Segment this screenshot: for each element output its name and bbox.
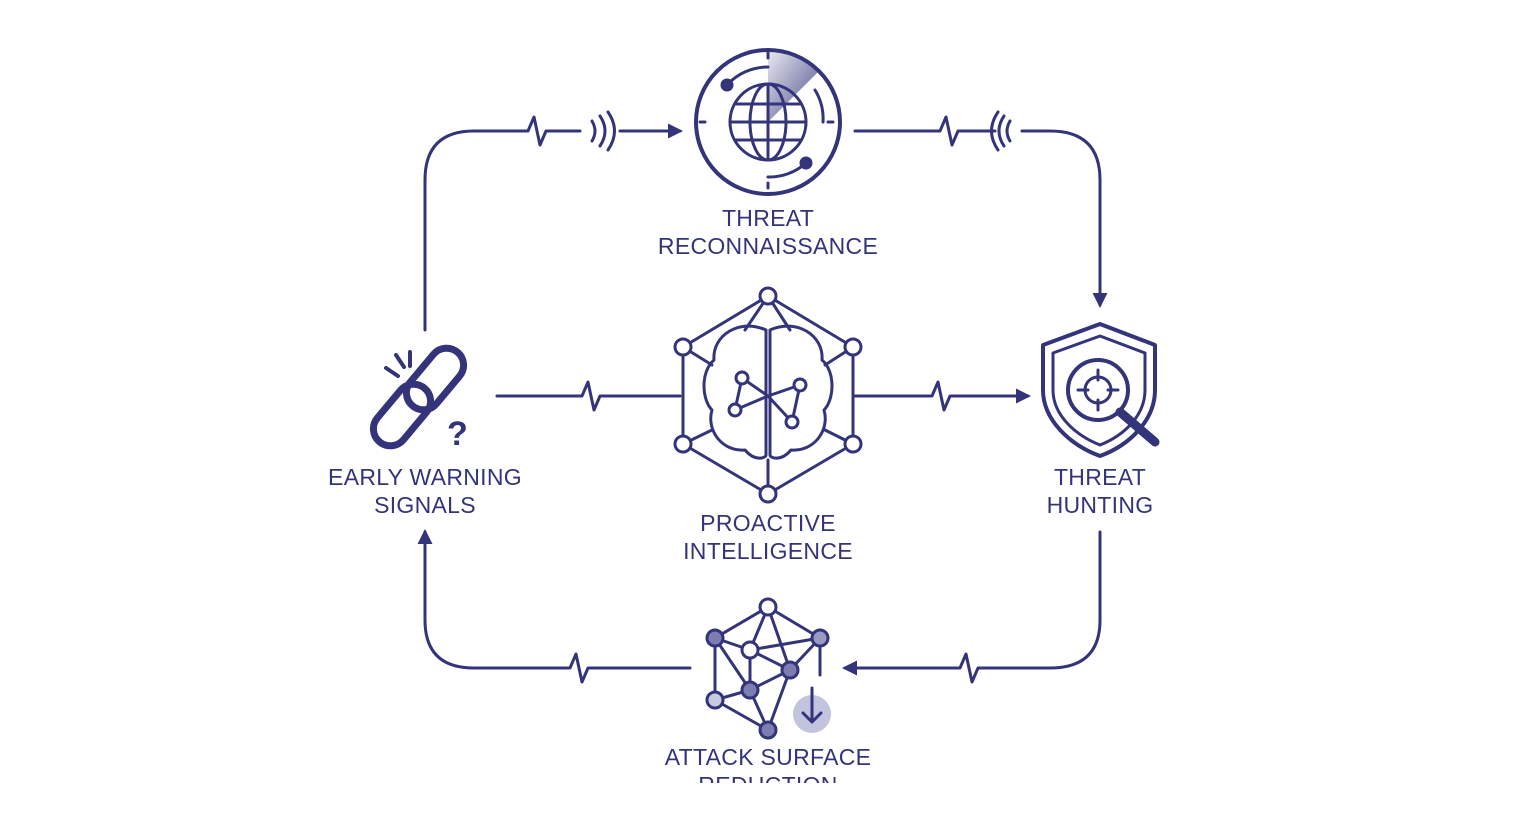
- label-line-2: REDUCTION: [665, 771, 872, 783]
- connector-right-to-bottom: [842, 530, 1102, 684]
- label-line-1: THREAT: [721, 205, 815, 231]
- connector-center-to-right: [853, 380, 1031, 412]
- label-line-2: SIGNALS: [374, 492, 476, 518]
- label-proactive-intelligence: PROACTIVE INTELLIGENCE: [683, 509, 853, 565]
- network-reduce-icon: [705, 597, 831, 740]
- connector-left-to-center: [495, 380, 682, 412]
- connector-top-to-right: [853, 110, 1108, 308]
- label-line-1: ATTACK SURFACE: [664, 744, 872, 770]
- label-line-2: HUNTING: [1046, 492, 1154, 518]
- svg-text:?: ?: [447, 415, 468, 453]
- label-line-2: INTELLIGENCE: [683, 538, 853, 564]
- label-line-1: THREAT: [1053, 464, 1147, 490]
- label-threat-reconnaissance: THREAT RECONNAISSANCE: [658, 204, 878, 260]
- brain-network-icon: [673, 286, 863, 504]
- shield-magnifier-icon: [1041, 322, 1160, 458]
- label-line-2: RECONNAISSANCE: [657, 233, 879, 259]
- connector-bottom-to-left: [417, 529, 692, 684]
- broken-chain-icon: ?: [369, 344, 468, 453]
- radar-globe-icon: [694, 48, 842, 196]
- label-line-1: EARLY WARNING: [328, 464, 522, 490]
- label-early-warning-signals: EARLY WARNING SIGNALS: [328, 463, 522, 519]
- connector-left-to-top: [423, 110, 683, 332]
- label-line-1: PROACTIVE: [700, 510, 836, 536]
- label-threat-hunting: THREAT HUNTING: [1047, 463, 1154, 519]
- label-attack-surface-reduction: ATTACK SURFACE REDUCTION: [665, 743, 872, 783]
